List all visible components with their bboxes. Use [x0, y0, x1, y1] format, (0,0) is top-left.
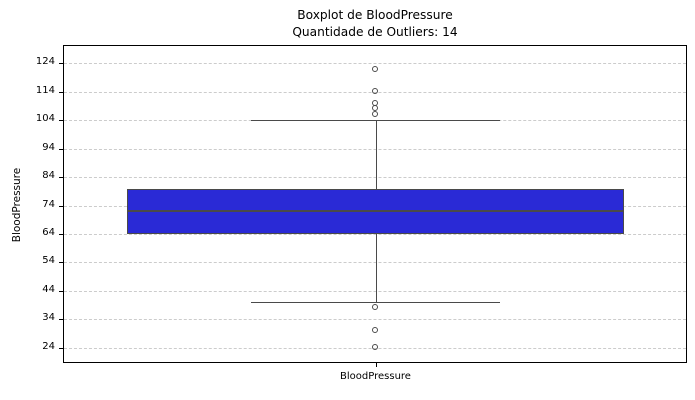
y-tick-mark: [59, 91, 63, 93]
gridline: [64, 262, 686, 264]
outlier-point: [372, 105, 378, 112]
y-tick-mark: [59, 290, 63, 292]
y-tick-mark: [59, 177, 63, 179]
x-tick-mark: [375, 363, 377, 367]
outlier-point: [372, 65, 378, 72]
gridline: [64, 290, 686, 292]
gridline: [64, 177, 686, 179]
y-tick-label: 104: [35, 113, 55, 125]
outlier-point: [372, 304, 378, 311]
y-tick-label: 64: [42, 226, 55, 238]
whisker-line-lower: [375, 233, 377, 303]
y-tick-mark: [59, 205, 63, 207]
gridline: [64, 233, 686, 235]
outlier-point: [372, 99, 378, 106]
outlier-point: [372, 344, 378, 351]
y-tick-label: 84: [42, 170, 55, 182]
y-tick-mark: [59, 148, 63, 150]
whisker-cap-upper: [251, 120, 500, 122]
y-tick-label: 24: [42, 340, 55, 352]
y-tick-label: 54: [42, 255, 55, 267]
x-tick-label: BloodPressure: [340, 371, 411, 382]
y-tick-mark: [59, 63, 63, 65]
y-tick-mark: [59, 120, 63, 122]
y-tick-label: 124: [35, 56, 55, 68]
y-tick-label: 34: [42, 312, 55, 324]
y-tick-mark: [59, 262, 63, 264]
median-line: [127, 210, 624, 213]
y-tick-label: 74: [42, 198, 55, 210]
y-tick-mark: [59, 233, 63, 235]
gridline: [64, 319, 686, 321]
outlier-point: [372, 327, 378, 334]
y-tick-label: 94: [42, 141, 55, 153]
y-tick-mark: [59, 347, 63, 349]
whisker-line-upper: [375, 120, 377, 189]
whisker-cap-lower: [251, 302, 500, 304]
y-tick-label: 44: [42, 283, 55, 295]
chart-title: Boxplot de BloodPressure: [297, 8, 453, 22]
outlier-point: [372, 88, 378, 95]
outlier-point: [372, 111, 378, 118]
gridline: [64, 148, 686, 150]
chart-title-block: Boxplot de BloodPressure Quantidade de O…: [63, 7, 687, 41]
y-tick-mark: [59, 319, 63, 321]
gridline: [64, 63, 686, 65]
y-tick-label: 114: [35, 84, 55, 96]
chart-subtitle: Quantidade de Outliers: 14: [292, 25, 458, 39]
